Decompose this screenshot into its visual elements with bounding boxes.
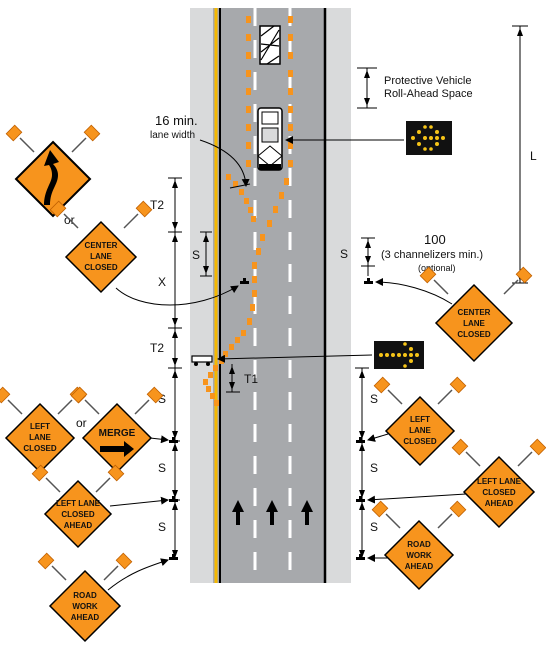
center-lane-closed-sign: CENTER LANE CLOSED xyxy=(49,200,153,294)
arrow-board-trailer xyxy=(191,355,213,366)
roll-ahead-label-1: Protective Vehicle xyxy=(384,75,471,87)
llc-line-1: LEFT xyxy=(30,422,50,431)
rwa-right-line-2: WORK xyxy=(406,551,432,560)
work-vehicle xyxy=(259,25,281,65)
rwa-line-2: WORK xyxy=(72,602,98,611)
dimension-arrowheads xyxy=(172,28,523,558)
roll-ahead-label-2: Roll-Ahead Space xyxy=(384,88,473,100)
sign-post-icon xyxy=(364,278,373,284)
merge-text: MERGE xyxy=(99,428,136,439)
arrow-board-icon xyxy=(374,341,424,369)
x-label: X xyxy=(158,275,166,289)
buffer-note: (3 channelizers min.) xyxy=(381,249,483,261)
sign-post-icon xyxy=(356,496,365,502)
s-right-optional-label: S xyxy=(340,247,348,261)
center-lane-closed-sign-right: CENTER LANE CLOSED xyxy=(419,266,533,363)
rwa-line-1: ROAD xyxy=(73,591,97,600)
llc-right-line-1: LEFT xyxy=(410,415,430,424)
center-right-line-2: LANE xyxy=(463,319,485,328)
center-sign-line-2: LANE xyxy=(90,252,112,261)
center-sign-line-3: CLOSED xyxy=(84,263,118,272)
center-right-line-1: CENTER xyxy=(458,308,491,317)
sign-post-icon xyxy=(169,554,178,560)
t2-upper-label: T2 xyxy=(150,198,164,212)
llca-line-1: LEFT LANE xyxy=(56,499,101,508)
s-zone-label: S xyxy=(192,248,200,262)
rwa-right-line-3: AHEAD xyxy=(405,562,434,571)
lane-arrow-icon xyxy=(301,500,313,525)
arrow-board-icon xyxy=(406,121,452,155)
sign-post-icon xyxy=(240,278,249,284)
left-lane-closed-ahead-sign-right: LEFT LANE CLOSED AHEAD xyxy=(451,438,546,529)
sign-post-icon xyxy=(356,554,365,560)
road-work-ahead-sign-right: ROAD WORK AHEAD xyxy=(371,500,467,591)
sign-post-icon xyxy=(169,437,178,443)
rwa-line-3: AHEAD xyxy=(71,613,100,622)
s-left-1-label: S xyxy=(158,392,166,406)
llca-right-line-1: LEFT LANE xyxy=(477,477,522,486)
or-label-bottom: or xyxy=(76,416,87,430)
curve-arrow-icon xyxy=(44,150,59,205)
lane-arrows xyxy=(232,500,313,525)
lane-width-value: 16 min. xyxy=(155,113,198,128)
l-label: L xyxy=(530,149,537,163)
left-lane-closed-ahead-sign: LEFT LANE CLOSED AHEAD xyxy=(31,464,125,549)
lane-width-text: lane width xyxy=(150,130,195,141)
rwa-right-line-1: ROAD xyxy=(407,540,431,549)
t2-lower-label: T2 xyxy=(150,341,164,355)
roadway xyxy=(190,8,351,583)
center-right-line-3: CLOSED xyxy=(457,330,491,339)
road-work-ahead-sign: ROAD WORK AHEAD xyxy=(37,552,133,643)
channelizers xyxy=(203,16,293,406)
buffer-value: 100 xyxy=(424,232,446,247)
center-sign-line-1: CENTER xyxy=(85,241,118,250)
s-right-3-label: S xyxy=(370,520,378,534)
llc-line-3: CLOSED xyxy=(23,444,57,453)
s-left-3-label: S xyxy=(158,520,166,534)
llc-right-line-2: LANE xyxy=(409,426,431,435)
s-right-2-label: S xyxy=(370,461,378,475)
llca-right-line-3: AHEAD xyxy=(485,499,514,508)
sign-post-icon xyxy=(169,496,178,502)
s-right-1-label: S xyxy=(370,392,378,406)
lane-arrow-icon xyxy=(266,500,278,525)
s-left-2-label: S xyxy=(158,461,166,475)
t1-label: T1 xyxy=(244,372,258,386)
llca-line-2: CLOSED xyxy=(61,510,95,519)
left-lane-closed-sign-right: LEFT LANE CLOSED xyxy=(373,376,467,467)
truck-icon xyxy=(257,107,283,171)
left-shoulder xyxy=(190,8,213,583)
right-shoulder xyxy=(326,8,351,583)
sign-post-icon xyxy=(356,437,365,443)
llca-line-3: AHEAD xyxy=(64,521,93,530)
llca-right-line-2: CLOSED xyxy=(482,488,516,497)
buffer-optional: (optional) xyxy=(418,263,456,273)
left-lane-closed-sign: LEFT LANE CLOSED xyxy=(0,386,87,474)
road-surface xyxy=(213,8,326,583)
llc-right-line-3: CLOSED xyxy=(403,437,437,446)
llc-line-2: LANE xyxy=(29,433,51,442)
curve-warning-sign xyxy=(5,124,101,218)
merge-arrow-icon xyxy=(100,441,134,457)
lane-arrow-icon xyxy=(232,500,244,525)
